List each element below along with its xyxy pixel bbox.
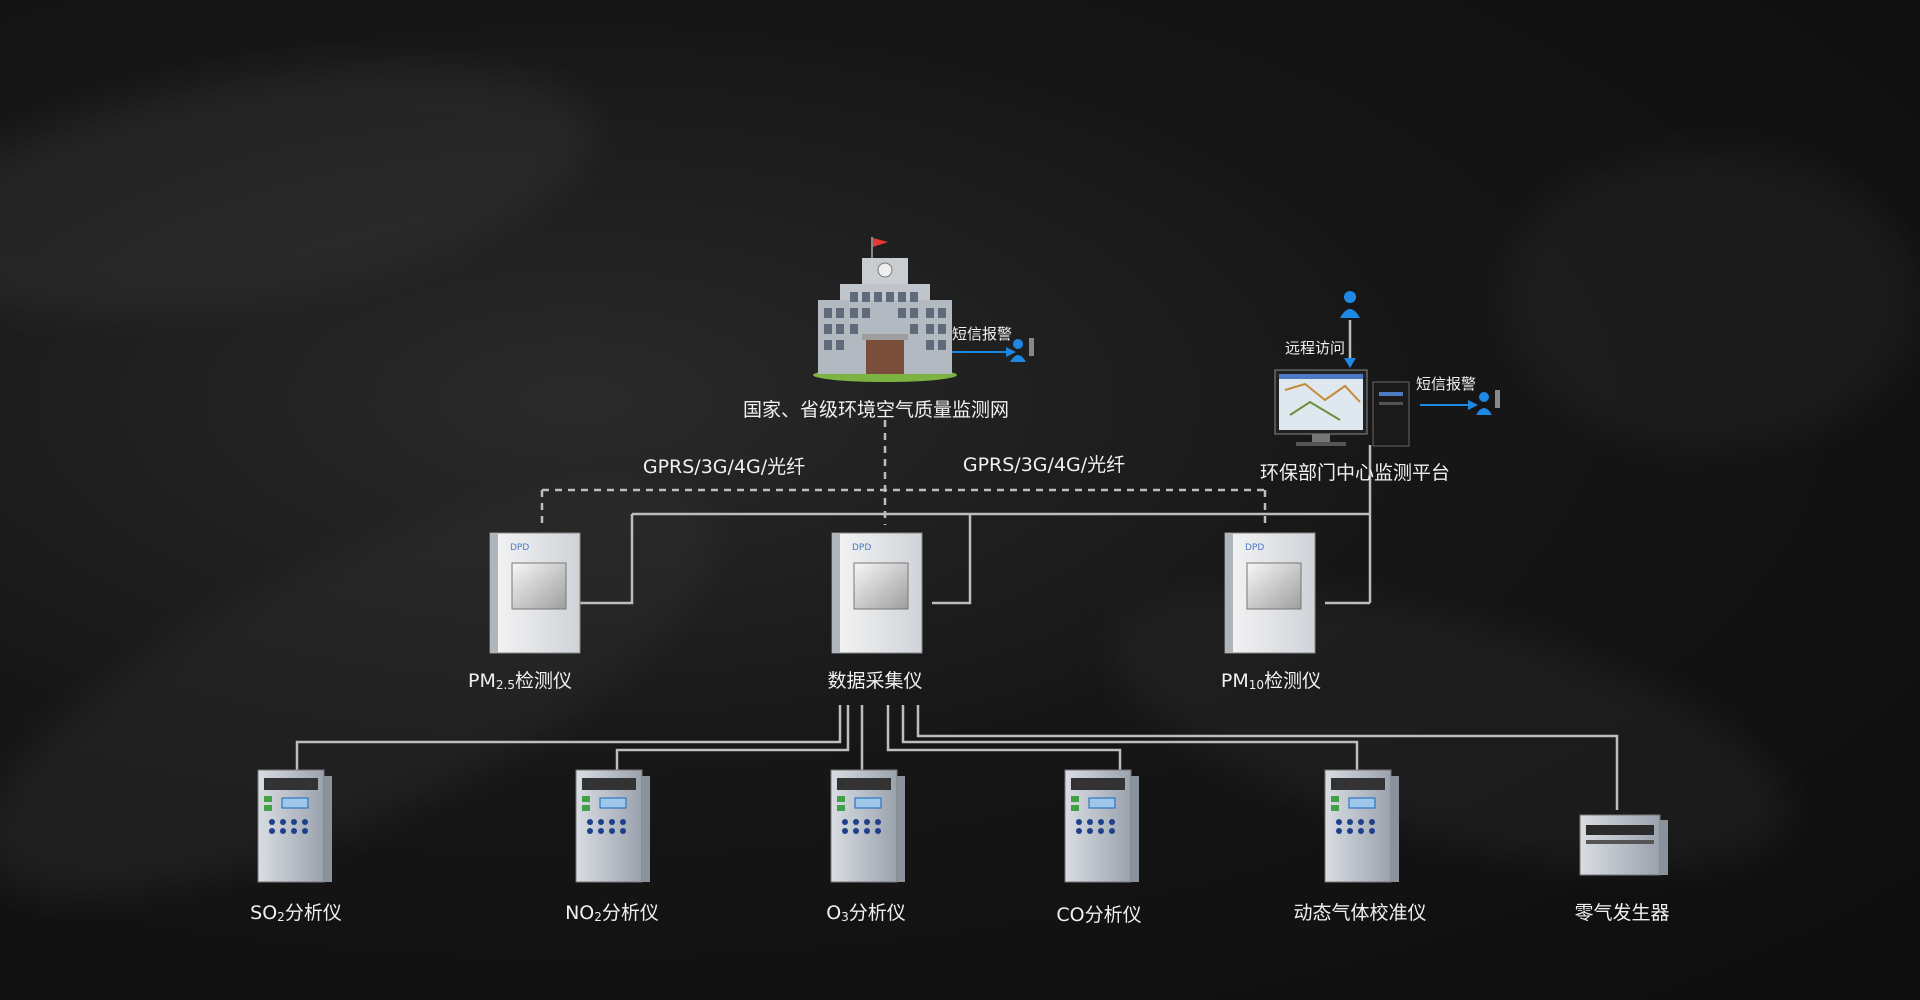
government-building-icon [813,237,957,382]
sms-alert-label: 短信报警 [1416,375,1477,393]
data-collector-label: 数据采集仪 [827,670,923,692]
person-icon [1010,338,1034,362]
arrows [1006,347,1478,410]
svg-text:DPD: DPD [1245,543,1264,553]
gas-calibrator-icon [1324,769,1399,883]
no2-analyzer-label: NO2分析仪 [565,902,659,924]
svg-text:DPD: DPD [852,543,871,553]
so2-analyzer-label: SO2分析仪 [250,902,342,924]
data-collector-icon: DPD [831,532,923,654]
zero-gas-generator-icon [1579,814,1668,876]
national-network-label: 国家、省级环境空气质量监测网 [742,399,1010,421]
zero-gas-generator-label: 零气发生器 [1574,902,1670,924]
person-icon [1476,390,1500,415]
solid-platform-links [580,445,1372,605]
remote-access-label: 远程访问 [1284,339,1346,357]
analyzer-cabinets [257,769,1399,883]
pm25-detector-label: PM2.5检测仪 [468,670,572,692]
link-type-label: GPRS/3G/4G/光纤 [642,456,806,478]
dashed-wireless-links [540,420,1267,528]
link-type-label: GPRS/3G/4G/光纤 [962,454,1126,476]
gas-calibrator-label: 动态气体校准仪 [1293,902,1427,924]
analyzer-bus-lines [295,705,1619,810]
person-icon [1340,291,1360,318]
no2-analyzer-icon [575,769,650,883]
computer-monitor-icon [1274,369,1410,447]
o3-analyzer-label: O3分析仪 [826,902,906,924]
sms-alert-label: 短信报警 [952,325,1013,343]
pm10-detector-label: PM10检测仪 [1220,670,1322,692]
platform-label: 环保部门中心监测平台 [1259,462,1451,484]
svg-text:DPD: DPD [510,543,529,553]
pm25-detector-icon: DPD [489,532,581,654]
o3-analyzer-icon [830,769,905,883]
connection-lines [295,320,1619,810]
co-analyzer-label: CO分析仪 [1056,904,1142,926]
pm10-detector-icon: DPD [1224,532,1316,654]
co-analyzer-icon [1064,769,1139,883]
so2-analyzer-icon [257,769,332,883]
